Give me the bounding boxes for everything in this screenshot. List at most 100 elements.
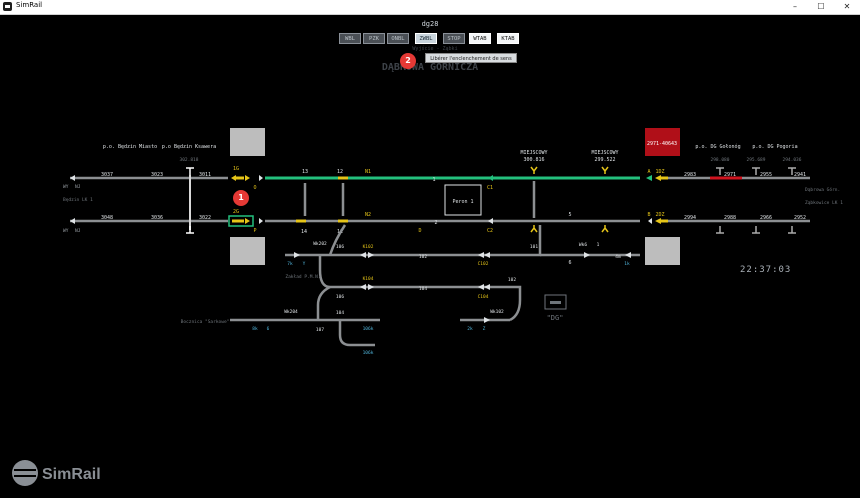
yard-label-106k-1: 106k (363, 326, 374, 332)
signal-label-p: P (253, 228, 256, 234)
miejscowy-2-top-icon (601, 166, 609, 174)
label-miejscowy-2-km: 299.522 (594, 157, 615, 163)
maximize-button[interactable]: ☐ (817, 2, 825, 11)
miejscowy-1-top-icon (530, 166, 538, 174)
signal-p-head[interactable] (259, 218, 263, 224)
label-nj-top: NJ (75, 184, 81, 190)
yard-label-k104: K104 (363, 276, 374, 282)
simrail-logo-icon (12, 460, 38, 486)
signal-box-panel: dg28 WBL PZK ONBL ZWBL STOP WTAB KTAB Wy… (0, 15, 860, 498)
label-dabrowa-gorn: Dąbrowa Górn. (805, 186, 840, 193)
signal-2b-selected[interactable] (228, 215, 254, 227)
signal-label-a: A (647, 169, 650, 175)
minimize-button[interactable]: – (793, 2, 797, 11)
label-po-bedzin-miasto: p.o. Będzin Miasto (103, 144, 157, 150)
station-subtitle: Wyjście - Ząbki (412, 46, 458, 52)
grey-block-bottom-left (230, 237, 265, 265)
yard-label-4m: 4m (615, 254, 621, 260)
yard-label-wk202: Wk202 (313, 241, 327, 247)
red-block-indicator[interactable] (645, 128, 680, 156)
label-bedzin-lk1: Będzin LK 1 (63, 197, 93, 203)
signal-label-2dz: 2DZ (655, 212, 664, 218)
onbl-button[interactable]: ONBL (387, 33, 409, 44)
wbl-button[interactable]: WBL (339, 33, 361, 44)
signal-label-1b: 1G (233, 166, 239, 172)
track-label-3011: 3011 (199, 172, 211, 178)
block-marker-left-bottom (186, 226, 194, 234)
track-label-1: 1 (432, 177, 435, 183)
track-label-3036: 3036 (151, 215, 163, 221)
label-km-left: 302.818 (180, 157, 199, 163)
yard-label-102-lower: 102 (508, 277, 516, 283)
wtab-button[interactable]: WTAB (469, 33, 491, 44)
red-block-label: 2971-40643 (647, 141, 677, 147)
signal-1b-left[interactable] (231, 175, 236, 181)
track-label-2983: 2983 (684, 172, 696, 178)
signal-label-n2: N2 (365, 212, 371, 218)
track-label-2988: 2988 (724, 215, 736, 221)
simrail-app-icon (3, 2, 12, 11)
track-label-12: 12 (337, 169, 343, 175)
track-label-2966: 2966 (760, 215, 772, 221)
track-label-2994: 2994 (684, 215, 696, 221)
yard-label-wk6: Wk6 (579, 242, 587, 248)
yard-label-101: 101 (530, 244, 538, 250)
yard-label-8k: 8k (252, 326, 258, 332)
yard-label-bocznica: Bocznica "Sarkowe" (181, 319, 230, 325)
track-label-2: 2 (434, 220, 437, 226)
zwbl-tooltip: Libérer l'enclenchement de sens (425, 53, 517, 63)
track-label-5: 5 (568, 212, 571, 218)
track-label-2941: 2941 (794, 172, 806, 178)
yard-label-zaklad-pmn: Zakład P.M.N. (285, 274, 320, 280)
signal-a-head[interactable] (646, 175, 652, 181)
signal-label-1dz: 1DZ (655, 169, 664, 175)
zwbl-button[interactable]: ZWBL (415, 33, 437, 44)
panel-clock: 22:37:03 (740, 265, 792, 275)
label-po-bedzin-ksawera: p.o Będzin Ksawera (162, 144, 216, 150)
pzk-button[interactable]: PZK (363, 33, 385, 44)
grey-block-top-left (230, 128, 265, 156)
label-po-dg-pogoria: p.o. DG Pogoria (752, 144, 797, 150)
yard-label-c104: C104 (478, 294, 489, 300)
stop-button[interactable]: STOP (443, 33, 465, 44)
grey-block-bottom-right (645, 237, 680, 265)
yard-label-106-lower: 106 (336, 294, 344, 300)
signal-1b-right[interactable] (245, 175, 250, 181)
signal-o-head[interactable] (259, 175, 263, 181)
yard-label-k102: K102 (363, 244, 374, 250)
yard-label-104: 104 (419, 286, 427, 292)
signal-label-c2: C2 (487, 228, 493, 234)
yard-label-1: 1 (597, 242, 600, 248)
yard-label-104-lower: 104 (336, 310, 344, 316)
yard-signals[interactable] (294, 252, 631, 323)
label-po-dg-golonog: p.o. DG Gołonóg (695, 143, 740, 150)
window-titlebar: SimRail – ☐ ✕ (0, 0, 860, 15)
yard-label-y: Y (303, 261, 306, 267)
yard-label-c102: C102 (478, 261, 489, 267)
signal-label-2b: 2G (233, 209, 239, 215)
label-miejscowy-1-km: 300.816 (523, 157, 544, 163)
ktab-button[interactable]: KTAB (497, 33, 519, 44)
yard-label-1k: 1k (624, 261, 630, 267)
track-label-6: 6 (568, 260, 571, 266)
yard-label-wk102: Wk102 (490, 309, 504, 315)
track-label-3048: 3048 (101, 215, 113, 221)
step-badge-2: 2 (400, 53, 416, 69)
track-label-2955: 2955 (760, 172, 772, 178)
platform-1 (444, 184, 482, 216)
yard-label-6: 6 (267, 326, 270, 332)
panel-name: dg28 (421, 20, 439, 28)
yard-label-102: 102 (419, 254, 427, 260)
label-km-r2: 295.689 (747, 157, 766, 163)
step-badge-1: 1 (233, 190, 249, 206)
track-label-13: 13 (302, 169, 308, 175)
block-marker-left-top (186, 167, 194, 175)
label-miejscowy-1: MIEJSCOWY (520, 150, 547, 156)
track-label-3023: 3023 (151, 172, 163, 178)
signal-b-head[interactable] (648, 218, 652, 224)
close-button[interactable]: ✕ (843, 2, 851, 11)
yard-label-106: 106 (336, 244, 344, 250)
simrail-logo-text: SimRail (42, 466, 101, 483)
signal-label-b: B (647, 212, 650, 218)
label-zabkowice-lk1: Ząbkowice LK 1 (805, 200, 843, 206)
